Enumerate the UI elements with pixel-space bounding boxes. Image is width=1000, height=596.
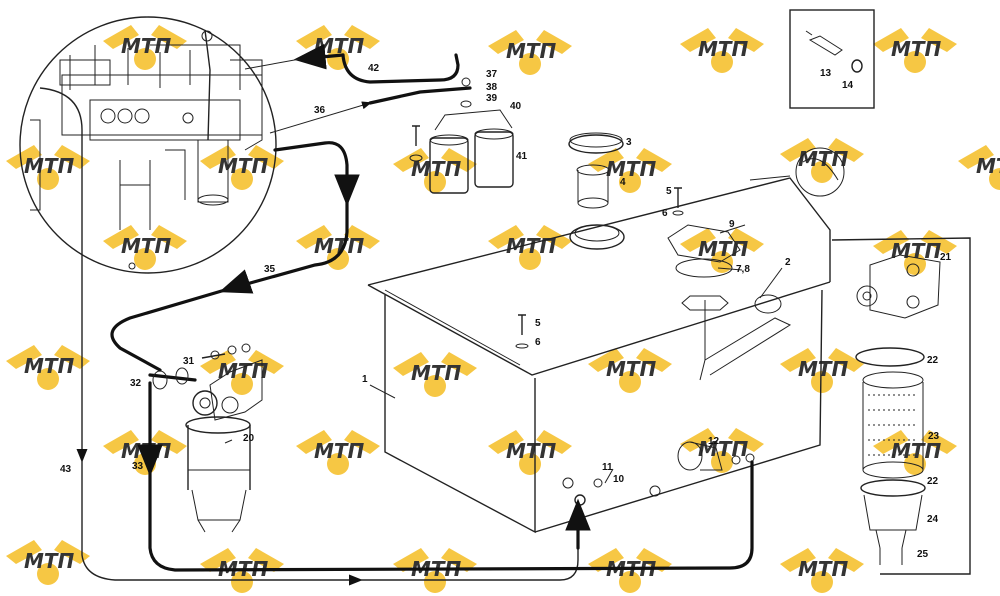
watermark-logo: МТП: [6, 345, 90, 390]
watermark-text: МТП: [891, 439, 942, 463]
part-label-37: 37: [486, 69, 498, 80]
watermark-text: МТП: [24, 354, 75, 378]
watermark-logo: МТП: [873, 28, 957, 73]
watermark-logo: МТП: [680, 228, 764, 273]
part-label-22b: 22: [927, 476, 939, 487]
part-label-38: 38: [486, 82, 498, 93]
watermark-text: МТП: [24, 154, 75, 178]
watermark-logo: МТП: [780, 138, 864, 183]
watermark-text: МТП: [798, 147, 849, 171]
watermark-logo: МТП: [588, 148, 672, 193]
watermark-logo: МТП: [200, 350, 284, 395]
part-label-13: 13: [820, 68, 832, 79]
part-label-31: 31: [183, 356, 195, 367]
watermark-text: МТП: [698, 237, 749, 261]
watermark-text: МТП: [121, 439, 172, 463]
watermark-logo: МТП: [958, 145, 1000, 190]
watermark-text: МТП: [606, 357, 657, 381]
part-label-4: 4: [620, 177, 626, 188]
watermark-text: МТП: [314, 439, 365, 463]
part-label-40: 40: [510, 101, 522, 112]
watermark-text: МТП: [506, 439, 557, 463]
part-label-6a: 6: [662, 208, 668, 219]
part-label-2: 2: [785, 257, 791, 268]
watermark-logo: МТП: [200, 145, 284, 190]
watermark-text: МТП: [976, 154, 1000, 178]
watermark-text: МТП: [24, 549, 75, 573]
watermark-logo: МТП: [393, 148, 477, 193]
part-label-12: 12: [708, 436, 720, 447]
watermark-logo: МТП: [103, 25, 187, 70]
watermark-logo: МТП: [103, 225, 187, 270]
watermark-text: МТП: [218, 359, 269, 383]
leader-lines: [224, 224, 783, 484]
watermark-logo: МТП: [296, 430, 380, 475]
engine-inset: [19, 16, 277, 274]
part-label-10: 10: [613, 474, 625, 485]
watermark-logo: МТП: [393, 352, 477, 397]
part-label-35: 35: [264, 264, 276, 275]
part-label-24: 24: [927, 514, 939, 525]
watermark-text: МТП: [798, 557, 849, 581]
watermark-logo: МТП: [588, 548, 672, 593]
watermark-text: МТП: [798, 357, 849, 381]
part-label-23: 23: [928, 431, 940, 442]
watermark-text: МТП: [121, 234, 172, 258]
watermark-logo: МТП: [6, 540, 90, 585]
watermark-text: МТП: [411, 157, 462, 181]
part-label-3: 3: [626, 137, 632, 148]
filter-inset: [829, 237, 971, 575]
part-label-5a: 5: [666, 186, 672, 197]
watermark-text: МТП: [891, 239, 942, 263]
part-label-21: 21: [940, 252, 952, 263]
watermark-text: МТП: [698, 437, 749, 461]
watermark-logo: МТП: [780, 548, 864, 593]
watermark-logo: МТП: [680, 28, 764, 73]
part-label-11: 11: [602, 462, 613, 473]
watermark-logo: МТП: [588, 348, 672, 393]
part-labels: 1 2 3 4 5 6 5 6 7,8 9 10 11 12 13 14 20 …: [60, 63, 952, 560]
part-label-43: 43: [60, 464, 72, 475]
watermark-logo: МТП: [780, 348, 864, 393]
watermark-text: МТП: [606, 157, 657, 181]
watermark-text: МТП: [506, 234, 557, 258]
part-label-41: 41: [516, 151, 528, 162]
secondary-filter: [409, 77, 514, 194]
watermark-logo: МТП: [873, 430, 957, 475]
fuel-lines: [39, 43, 754, 586]
watermark-logo: МТП: [103, 430, 187, 475]
sensor-inset: [789, 9, 875, 109]
part-label-14: 14: [842, 80, 854, 91]
watermark-text: МТП: [218, 154, 269, 178]
part-label-42: 42: [368, 63, 380, 74]
part-label-9: 9: [729, 219, 735, 230]
watermark-logo: МТП: [488, 30, 572, 75]
part-label-5b: 5: [535, 318, 541, 329]
part-label-32: 32: [130, 378, 142, 389]
watermark-logo: МТП: [6, 145, 90, 190]
part-label-7-8: 7,8: [736, 264, 750, 275]
watermark-logo: МТП: [296, 225, 380, 270]
watermark-text: МТП: [506, 39, 557, 63]
watermark-text: МТП: [411, 361, 462, 385]
part-label-25: 25: [917, 549, 929, 560]
part-label-39: 39: [486, 93, 498, 104]
part-label-1: 1: [362, 374, 368, 385]
watermark-text: МТП: [891, 37, 942, 61]
part-label-6b: 6: [535, 337, 541, 348]
part-label-33: 33: [132, 461, 144, 472]
watermark-text: МТП: [698, 37, 749, 61]
watermark-logo: МТП: [873, 230, 957, 275]
watermark-logo: МТП: [488, 430, 572, 475]
watermark-text: МТП: [121, 34, 172, 58]
watermark-logo: МТП: [680, 428, 764, 473]
part-label-20: 20: [243, 433, 255, 444]
part-label-36: 36: [314, 105, 326, 116]
fuel-tank: [367, 132, 845, 534]
watermark-logo: МТП: [488, 225, 572, 270]
part-label-22a: 22: [927, 355, 939, 366]
